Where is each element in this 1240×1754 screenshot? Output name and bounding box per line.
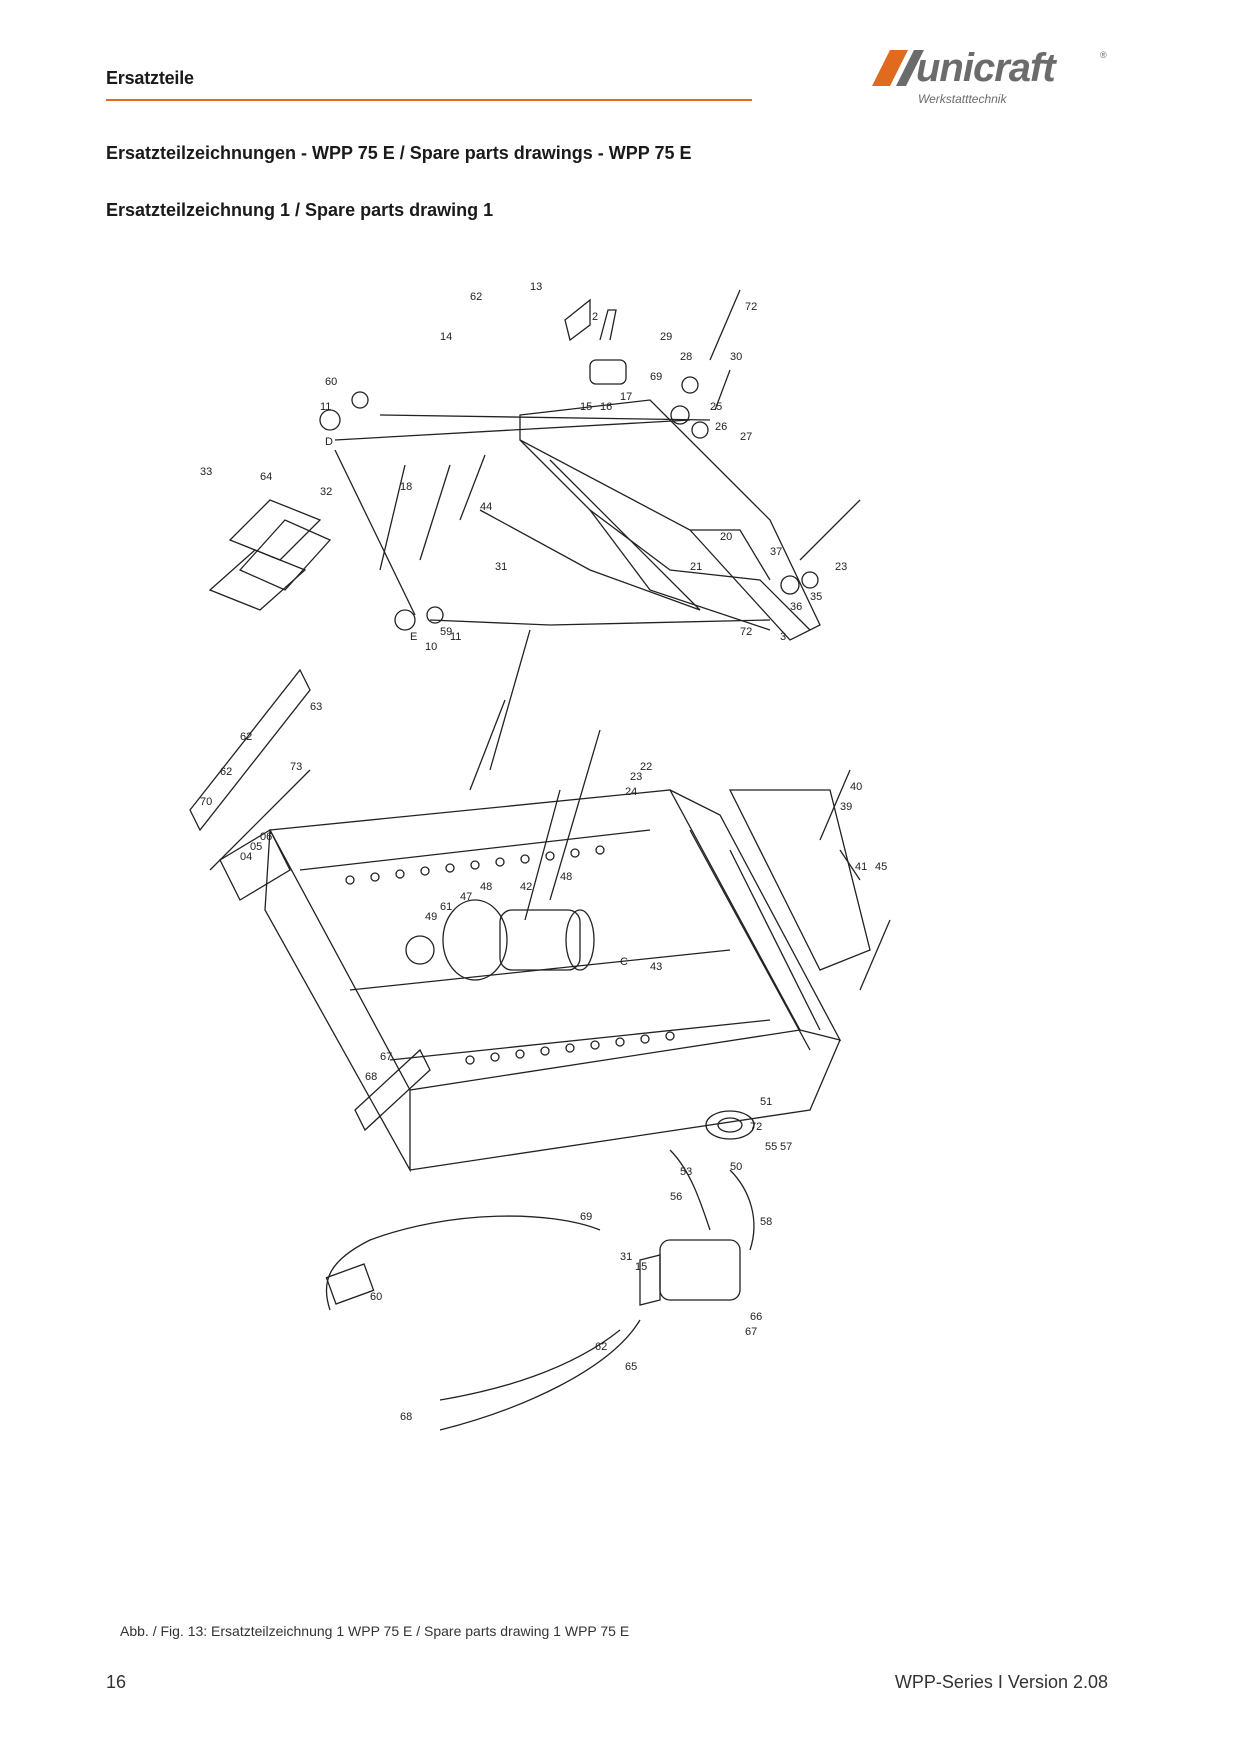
svg-text:70: 70 <box>200 796 212 808</box>
svg-text:40: 40 <box>850 781 862 793</box>
svg-text:2: 2 <box>592 311 598 323</box>
svg-text:31: 31 <box>620 1251 632 1263</box>
drawing-title: Ersatzteilzeichnung 1 / Spare parts draw… <box>106 200 494 220</box>
logo-registered: ® <box>1100 50 1107 60</box>
svg-text:60: 60 <box>370 1291 382 1303</box>
svg-text:20: 20 <box>720 531 732 543</box>
svg-text:06: 06 <box>260 831 272 843</box>
svg-text:73: 73 <box>290 761 302 773</box>
svg-text:E: E <box>410 631 417 643</box>
svg-text:C: C <box>620 956 628 968</box>
svg-text:48: 48 <box>480 881 492 893</box>
svg-text:67: 67 <box>380 1051 392 1063</box>
svg-text:37: 37 <box>770 546 782 558</box>
svg-text:17: 17 <box>620 391 632 403</box>
svg-text:15: 15 <box>580 401 592 413</box>
svg-text:58: 58 <box>760 1216 772 1228</box>
svg-text:62: 62 <box>470 291 482 303</box>
svg-text:28: 28 <box>680 351 692 363</box>
svg-text:15: 15 <box>635 1261 647 1273</box>
svg-text:29: 29 <box>660 331 672 343</box>
svg-text:53: 53 <box>680 1166 692 1178</box>
svg-text:66: 66 <box>750 1311 762 1323</box>
svg-text:26: 26 <box>715 421 727 433</box>
svg-text:36: 36 <box>790 601 802 613</box>
svg-text:49: 49 <box>425 911 437 923</box>
svg-text:23: 23 <box>835 561 847 573</box>
svg-text:13: 13 <box>530 281 542 293</box>
logo-wordmark: unicraft <box>916 46 1056 90</box>
svg-text:47: 47 <box>460 891 472 903</box>
logo-tagline: Werkstatttechnik <box>918 92 1007 106</box>
svg-text:61: 61 <box>440 901 452 913</box>
svg-text:44: 44 <box>480 501 492 513</box>
svg-text:D: D <box>325 436 333 448</box>
svg-text:30: 30 <box>730 351 742 363</box>
svg-text:18: 18 <box>400 481 412 493</box>
header-rule <box>106 99 752 101</box>
svg-text:27: 27 <box>740 431 752 443</box>
svg-text:33: 33 <box>200 466 212 478</box>
header-title: Ersatzteile <box>106 68 194 88</box>
svg-text:69: 69 <box>650 371 662 383</box>
svg-text:63: 63 <box>310 701 322 713</box>
svg-text:42: 42 <box>520 881 532 893</box>
svg-text:72: 72 <box>750 1121 762 1133</box>
svg-text:72: 72 <box>740 626 752 638</box>
document-version: WPP-Series I Version 2.08 <box>894 1672 1108 1692</box>
svg-text:57: 57 <box>780 1141 792 1153</box>
page-number: 16 <box>106 1672 127 1692</box>
svg-text:43: 43 <box>650 961 662 973</box>
svg-text:23: 23 <box>630 771 642 783</box>
svg-text:72: 72 <box>745 301 757 313</box>
svg-text:39: 39 <box>840 801 852 813</box>
svg-text:21: 21 <box>690 561 702 573</box>
svg-text:62: 62 <box>595 1341 607 1353</box>
svg-text:67: 67 <box>745 1326 757 1338</box>
svg-text:45: 45 <box>875 861 887 873</box>
svg-text:10: 10 <box>425 641 437 653</box>
section-title: Ersatzteilzeichnungen - WPP 75 E / Spare… <box>106 143 692 163</box>
svg-text:04: 04 <box>240 851 252 863</box>
svg-text:25: 25 <box>710 401 722 413</box>
svg-text:31: 31 <box>495 561 507 573</box>
svg-text:24: 24 <box>625 786 637 798</box>
svg-text:65: 65 <box>625 1361 637 1373</box>
svg-text:56: 56 <box>670 1191 682 1203</box>
svg-text:14: 14 <box>440 331 452 343</box>
svg-text:51: 51 <box>760 1096 772 1108</box>
svg-text:05: 05 <box>250 841 262 853</box>
svg-text:60: 60 <box>325 376 337 388</box>
svg-text:68: 68 <box>400 1411 412 1423</box>
svg-text:16: 16 <box>600 401 612 413</box>
svg-text:41: 41 <box>855 861 867 873</box>
svg-text:62: 62 <box>220 766 232 778</box>
svg-text:22: 22 <box>640 761 652 773</box>
svg-text:50: 50 <box>730 1161 742 1173</box>
svg-text:3: 3 <box>780 631 786 643</box>
svg-text:11: 11 <box>320 401 331 413</box>
logo-mark-icon <box>872 50 924 86</box>
svg-text:64: 64 <box>260 471 272 483</box>
svg-text:59: 59 <box>440 626 452 638</box>
svg-text:48: 48 <box>560 871 572 883</box>
svg-text:62: 62 <box>240 731 252 743</box>
svg-text:35: 35 <box>810 591 822 603</box>
svg-text:69: 69 <box>580 1211 592 1223</box>
svg-text:68: 68 <box>365 1071 377 1083</box>
svg-text:32: 32 <box>320 486 332 498</box>
brand-logo: unicraft ® Werkstatttechnik <box>868 40 1108 112</box>
svg-text:11: 11 <box>450 631 461 643</box>
svg-text:55: 55 <box>765 1141 777 1153</box>
figure-caption: Abb. / Fig. 13: Ersatzteilzeichnung 1 WP… <box>120 1623 630 1639</box>
